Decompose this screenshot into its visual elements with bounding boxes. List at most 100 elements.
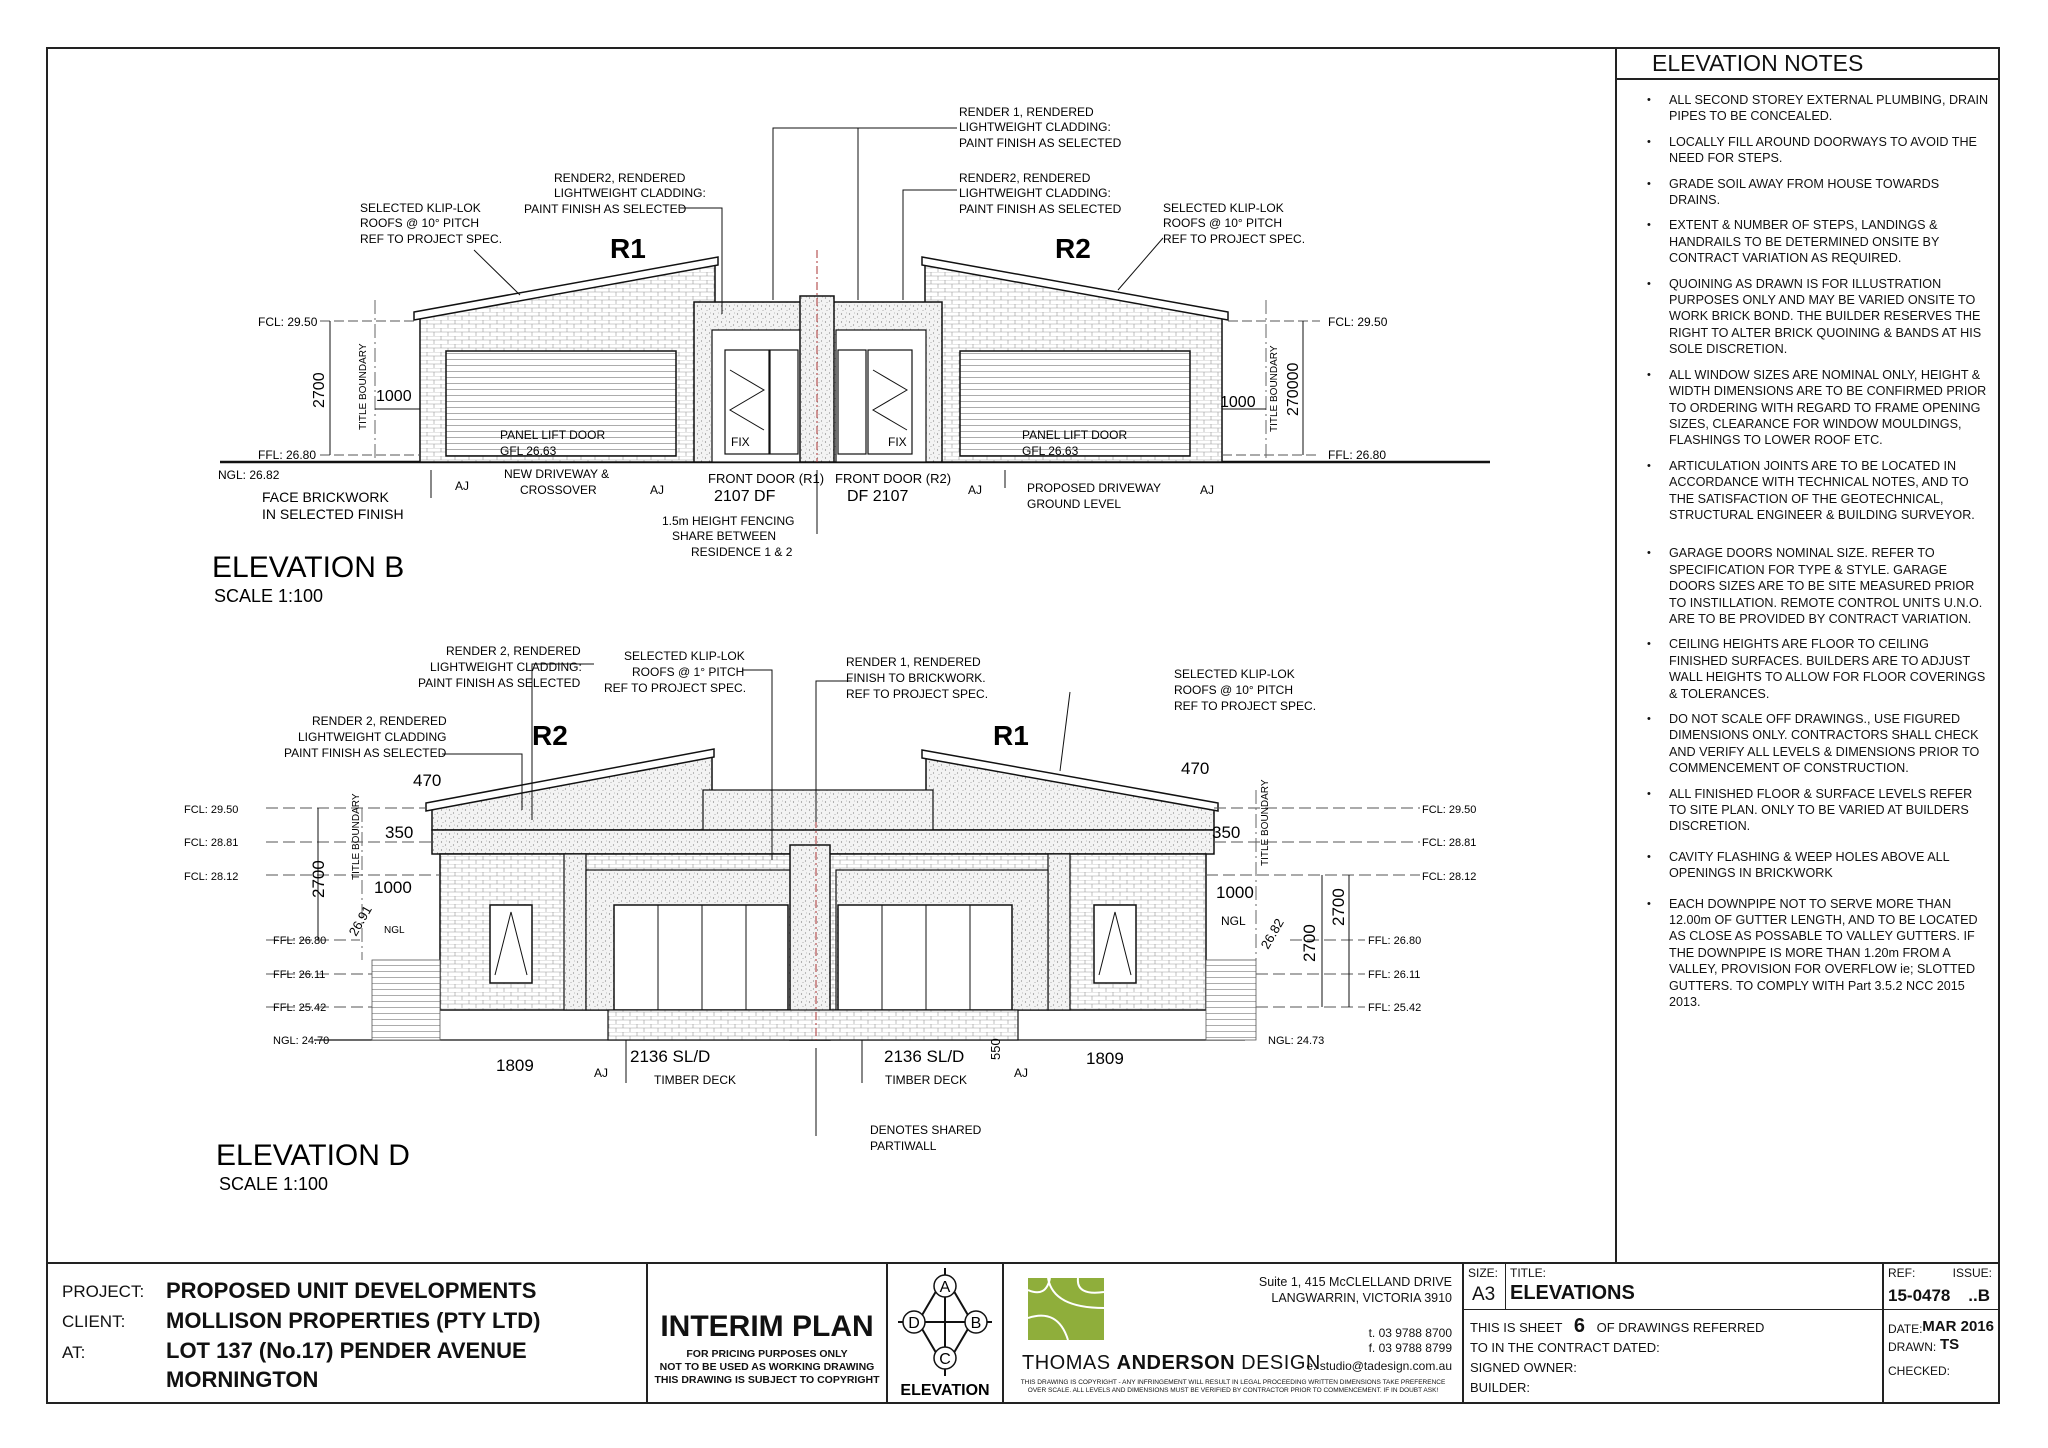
b-proposed-2: GROUND LEVEL bbox=[1027, 497, 1121, 511]
key-label: ELEVATION bbox=[900, 1382, 989, 1399]
b-front-r2-1: FRONT DOOR (R2) bbox=[835, 471, 951, 486]
d-roof-l-3: REF TO PROJECT SPEC. bbox=[604, 681, 746, 695]
b-aj-2: AJ bbox=[650, 483, 664, 497]
d-partiwall-2: PARTIWALL bbox=[870, 1139, 937, 1153]
address-line-1: LOT 137 (No.17) PENDER AVENUE bbox=[166, 1338, 527, 1363]
elevation-b: R1 R2 SELECTED KLIP-LOK ROOFS @ 10° PITC… bbox=[212, 105, 1490, 606]
note-item: ALL SECOND STOREY EXTERNAL PLUMBING, DRA… bbox=[1647, 92, 1989, 125]
d-lvl-l-0: FCL: 29.50 bbox=[184, 804, 238, 816]
firm-fax: f. 03 9788 8799 bbox=[1368, 1341, 1452, 1355]
date-value: MAR 2016 bbox=[1922, 1318, 1994, 1335]
d-dim-1000-r: 1000 bbox=[1216, 883, 1254, 902]
d-render2b-1: RENDER 2, RENDERED bbox=[312, 714, 447, 728]
d-dim-470-r: 470 bbox=[1181, 759, 1209, 778]
b-dim-1000-l: 1000 bbox=[376, 388, 412, 405]
d-render2a-2: LIGHTWEIGHT CLADDING: bbox=[430, 660, 582, 674]
d-title-boundary-r: TITLE BOUNDARY bbox=[1260, 779, 1271, 866]
b-aj-4: AJ bbox=[1200, 483, 1214, 497]
b-fence-1: 1.5m HEIGHT FENCING bbox=[662, 514, 794, 528]
elevation-key-cell: A D B C ELEVATION bbox=[888, 1264, 1004, 1404]
note-item: DO NOT SCALE OFF DRAWINGS., USE FIGURED … bbox=[1647, 711, 1989, 777]
signed-owner: SIGNED OWNER: bbox=[1470, 1360, 1577, 1375]
b-fcl-l: FCL: 29.50 bbox=[258, 315, 318, 329]
drawn-label: DRAWN: bbox=[1888, 1340, 1937, 1354]
b-render1-1: RENDER 1, RENDERED bbox=[959, 105, 1094, 119]
firm-cell: THOMAS ANDERSON DESIGN Suite 1, 415 McCL… bbox=[1004, 1264, 1464, 1404]
sheet-info-cell: SIZE: A3 TITLE: ELEVATIONS THIS IS SHEET… bbox=[1464, 1264, 1884, 1404]
b-roof-l-2: ROOFS @ 10° PITCH bbox=[360, 216, 479, 230]
firm-address-2: LANGWARRIN, VICTORIA 3910 bbox=[1271, 1291, 1452, 1305]
d-lvl-l-1: FCL: 28.81 bbox=[184, 837, 238, 849]
b-render2-l-2: LIGHTWEIGHT CLADDING: bbox=[554, 186, 706, 200]
size-label: SIZE: bbox=[1468, 1266, 1499, 1280]
b-title-boundary-l: TITLE BOUNDARY bbox=[358, 343, 369, 430]
firm-copyright-2: OVER SCALE. ALL LEVELS AND DIMENSIONS MU… bbox=[1027, 1387, 1439, 1394]
sheet-pre: THIS IS SHEET bbox=[1470, 1320, 1563, 1335]
d-lvl-l-2: FCL: 28.12 bbox=[184, 871, 238, 883]
ref-value: 15-0478 bbox=[1888, 1286, 1951, 1305]
d-r1-window bbox=[1093, 904, 1137, 984]
b-aj-1: AJ bbox=[455, 479, 469, 493]
d-dim-1000-l: 1000 bbox=[374, 878, 412, 897]
b-render2-r-1: RENDER2, RENDERED bbox=[959, 171, 1091, 185]
b-proposed-1: PROPOSED DRIVEWAY bbox=[1027, 481, 1161, 495]
note-item: EACH DOWNPIPE NOT TO SERVE MORE THAN 12.… bbox=[1647, 896, 1989, 1011]
key-d: D bbox=[908, 1315, 920, 1332]
r1-garage-door bbox=[445, 350, 677, 457]
d-lvl-l-6: NGL: 24.70 bbox=[273, 1035, 329, 1047]
d-lvl-l-4: FFL: 26.11 bbox=[273, 969, 325, 981]
b-fix-l: FIX bbox=[731, 435, 750, 449]
firm-contact: t. 03 9788 8700 f. 03 9788 8799 e. studi… bbox=[1306, 1326, 1452, 1374]
b-front-r1-2: 2107 DF bbox=[714, 488, 776, 505]
d-door-r: 2136 SL/D bbox=[884, 1047, 964, 1066]
d-partiwall-1: DENOTES SHARED bbox=[870, 1123, 982, 1137]
note-item: ALL FINISHED FLOOR & SURFACE LEVELS REFE… bbox=[1647, 786, 1989, 835]
elevation-notes-list: ALL SECOND STOREY EXTERNAL PLUMBING, DRA… bbox=[1617, 80, 1999, 1011]
b-face-brick-2: IN SELECTED FINISH bbox=[262, 506, 404, 522]
b-render2-l-1: RENDER2, RENDERED bbox=[554, 171, 686, 185]
ref-cell: REF: ISSUE: 15-0478 ..B DATE: MAR 2016 D… bbox=[1884, 1264, 1998, 1404]
interim-note-1: FOR PRICING PURPOSES ONLY bbox=[686, 1348, 848, 1360]
title-block: PROJECT: PROPOSED UNIT DEVELOPMENTS CLIE… bbox=[46, 1262, 2000, 1404]
b-panel-r-2: GFL 26.63 bbox=[1022, 444, 1079, 458]
note-item: ALL WINDOW SIZES ARE NOMINAL ONLY, HEIGH… bbox=[1647, 367, 1989, 449]
d-aj-l: AJ bbox=[594, 1066, 608, 1080]
d-r1-label: R1 bbox=[993, 720, 1029, 751]
d-roof-l-2: ROOFS @ 1° PITCH bbox=[632, 665, 744, 679]
b-roof-l-1: SELECTED KLIP-LOK bbox=[360, 201, 481, 215]
b-panel-r-1: PANEL LIFT DOOR bbox=[1022, 428, 1127, 442]
r1-label: R1 bbox=[610, 233, 646, 264]
d-dim-2682: 26.82 bbox=[1258, 916, 1287, 952]
elevation-b-title: ELEVATION B bbox=[212, 551, 404, 584]
at-label: AT: bbox=[62, 1343, 86, 1362]
client-label: CLIENT: bbox=[62, 1312, 126, 1331]
d-render2b-3: PAINT FINISH AS SELECTED bbox=[284, 746, 447, 760]
issue-label: ISSUE: bbox=[1952, 1266, 1992, 1280]
elevation-d-title: ELEVATION D bbox=[216, 1139, 410, 1172]
r1-door-pattern bbox=[729, 369, 765, 431]
interim-note-2: NOT TO BE USED AS WORKING DRAWING bbox=[659, 1361, 875, 1373]
r2-label: R2 bbox=[1055, 233, 1091, 264]
r2-front-door bbox=[867, 349, 913, 455]
d-render1-2: FINISH TO BRICKWORK. bbox=[846, 671, 986, 685]
d-roof-r-1: SELECTED KLIP-LOK bbox=[1174, 667, 1295, 681]
project-value: PROPOSED UNIT DEVELOPMENTS bbox=[166, 1278, 537, 1303]
firm-name: THOMAS ANDERSON DESIGN bbox=[1022, 1352, 1321, 1375]
title-value: ELEVATIONS bbox=[1510, 1282, 1635, 1304]
sheet-number: 6 bbox=[1573, 1315, 1585, 1337]
interim-plan-notes: FOR PRICING PURPOSES ONLY NOT TO BE USED… bbox=[648, 1348, 886, 1387]
firm-phone: t. 03 9788 8700 bbox=[1368, 1326, 1452, 1340]
d-lvl-r-1: FCL: 28.81 bbox=[1422, 837, 1476, 849]
checked-label: CHECKED: bbox=[1888, 1364, 1951, 1378]
key-c: C bbox=[939, 1351, 951, 1368]
d-lvl-l-5: FFL: 25.42 bbox=[273, 1002, 326, 1014]
title-label: TITLE: bbox=[1510, 1266, 1547, 1280]
note-item: ARTICULATION JOINTS ARE TO BE LOCATED IN… bbox=[1647, 458, 1989, 524]
d-title-boundary-l: TITLE BOUNDARY bbox=[351, 793, 362, 880]
d-centre-parapet bbox=[702, 789, 934, 831]
d-render2b-2: LIGHTWEIGHT CLADDING bbox=[298, 730, 446, 744]
b-roof-r-3: REF TO PROJECT SPEC. bbox=[1163, 232, 1305, 246]
b-panel-l-2: GFL 26.63 bbox=[500, 444, 557, 458]
d-r2-roof-render bbox=[431, 754, 713, 831]
d-dim-470-l: 470 bbox=[413, 771, 441, 790]
